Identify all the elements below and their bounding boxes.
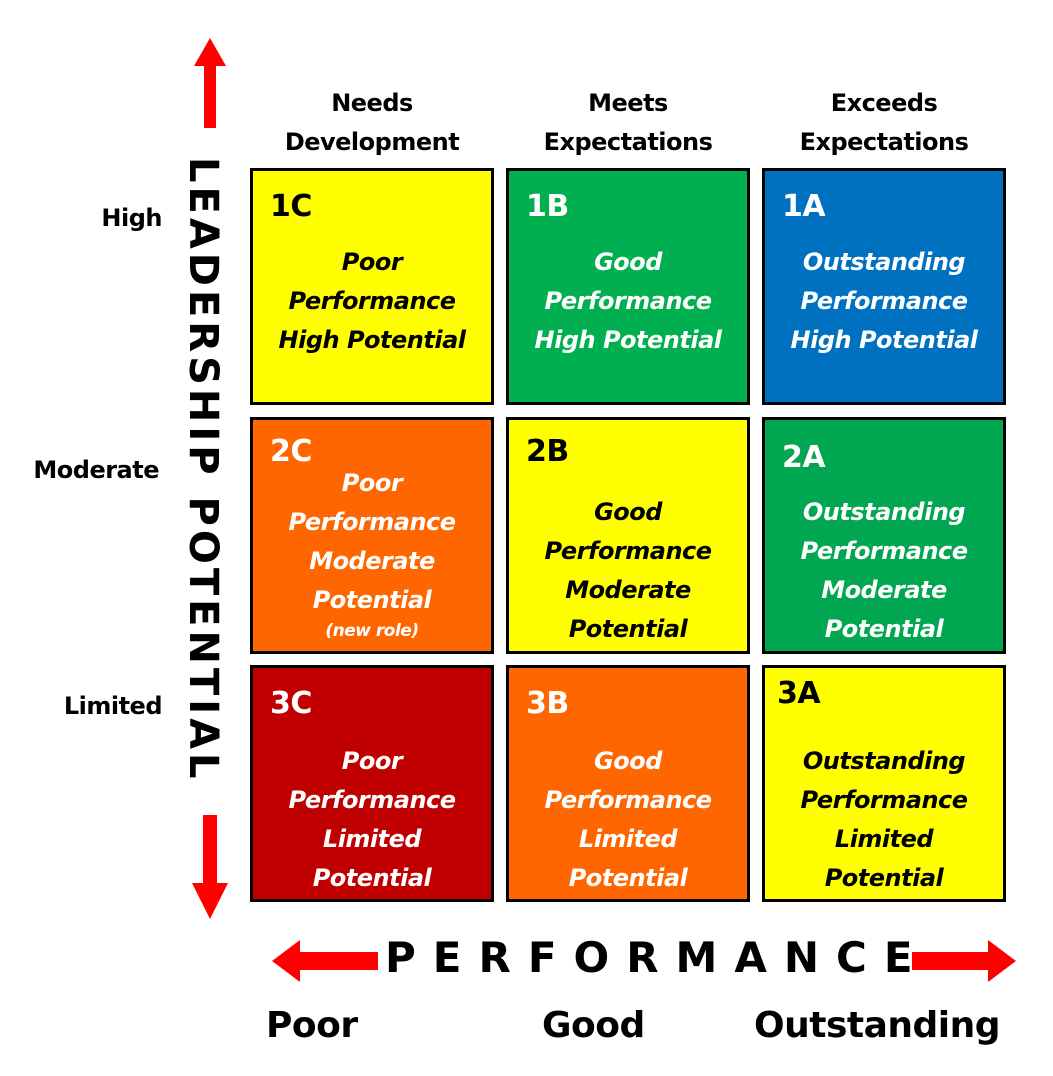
cell-code: 1A	[782, 189, 826, 224]
cell-code: 1C	[270, 189, 312, 224]
new-role-note: (new role)	[325, 621, 419, 641]
row-label-limited: Limited	[63, 692, 163, 720]
arrow-right-icon	[912, 940, 1016, 982]
column-header-exceeds-expectations: Exceeds Expectations	[799, 89, 969, 156]
cell-code: 2B	[526, 434, 569, 469]
scale-label-good: Good	[542, 1005, 645, 1046]
arrow-left-icon	[272, 940, 378, 982]
cell-code: 3A	[777, 676, 821, 711]
column-header-needs-development: Needs Development	[284, 89, 460, 156]
cell-code: 1B	[526, 189, 569, 224]
column-header-meets-expectations: Meets Expectations	[543, 89, 713, 156]
scale-label-outstanding: Outstanding	[754, 1005, 1001, 1046]
arrow-up-icon	[194, 38, 226, 128]
cell-code: 3B	[526, 686, 569, 721]
vertical-axis-title: LEADERSHIP POTENTIAL	[178, 135, 228, 805]
cell-code: 2C	[270, 434, 312, 469]
scale-label-poor: Poor	[266, 1005, 358, 1046]
cell-code: 3C	[270, 686, 312, 721]
leadership-potential-label: LEADERSHIP POTENTIAL	[180, 157, 226, 783]
row-label-moderate: Moderate	[33, 456, 159, 484]
row-label-high: High	[101, 204, 162, 232]
performance-axis-title: PERFORMANCE	[385, 933, 930, 982]
arrow-down-icon	[192, 815, 228, 919]
cell-code: 2A	[782, 440, 826, 475]
